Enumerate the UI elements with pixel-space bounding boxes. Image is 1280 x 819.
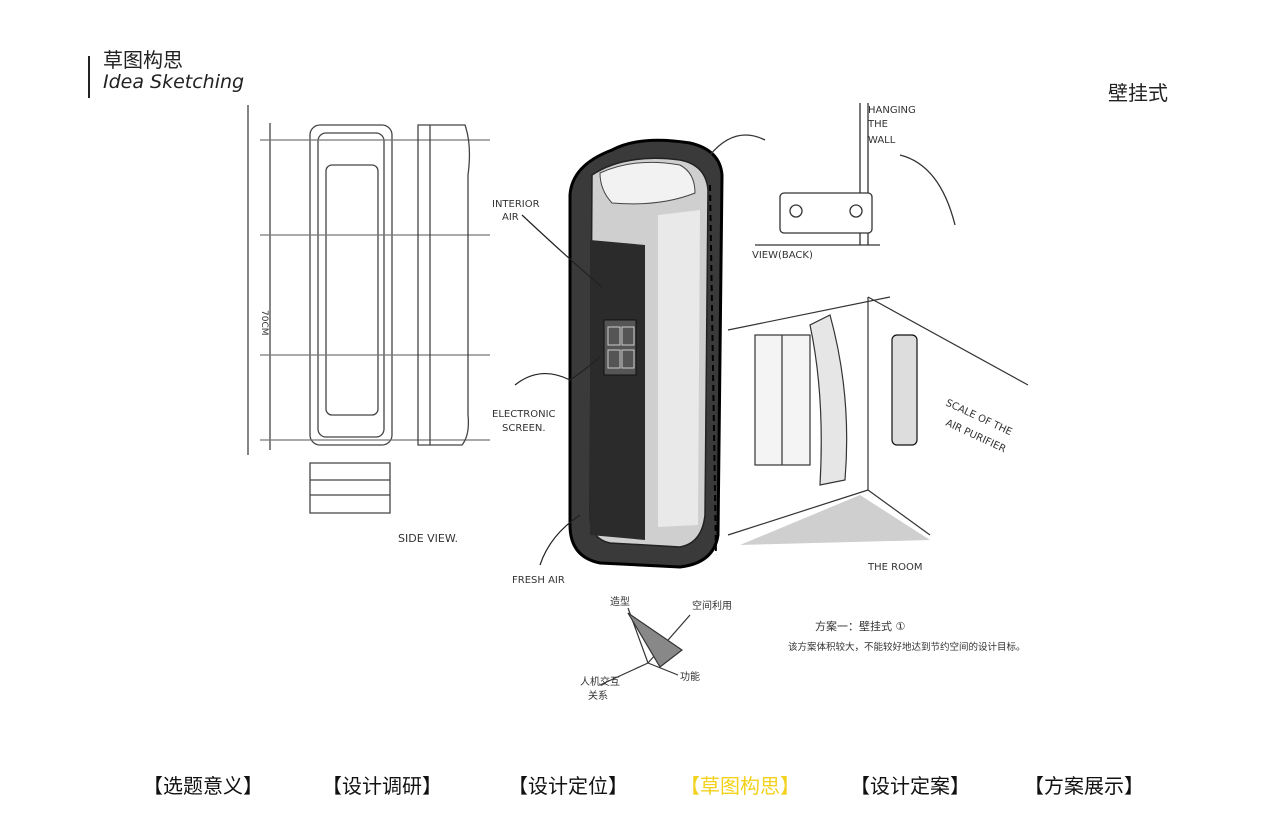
- variant-label: 壁挂式: [1108, 81, 1168, 105]
- radar-bottom-left-1: 人机交互: [580, 675, 620, 688]
- nav-item-design-research[interactable]: 【设计调研】: [322, 774, 442, 798]
- radar-bottom-right: 功能: [680, 670, 700, 683]
- fresh-air-arrow: [539, 514, 581, 566]
- the-room-label: THE ROOM: [867, 562, 922, 573]
- interior-air-line1: INTERIOR: [492, 199, 540, 210]
- radar-top: 造型: [610, 595, 630, 608]
- nav-item-design-finalization[interactable]: 【设计定案】: [850, 774, 970, 798]
- nav-item-topic-significance[interactable]: 【选题意义】: [143, 774, 263, 798]
- room-scene-drawing: [727, 296, 1029, 545]
- electronic-screen-arrow: [514, 356, 601, 386]
- nav-item-idea-sketching[interactable]: 【草图构思】: [680, 774, 800, 798]
- side-view-label: SIDE VIEW.: [398, 532, 458, 545]
- back-view-drawing: [709, 103, 956, 246]
- hanging-line3: WALL: [868, 135, 896, 146]
- view-back-label: VIEW(BACK): [752, 250, 813, 261]
- page-title: 草图构思: [103, 48, 183, 72]
- purifier-product-drawing: [568, 138, 724, 569]
- section-nav: 【选题意义】 【设计调研】 【设计定位】 【草图构思】 【设计定案】 【方案展示…: [0, 770, 1280, 804]
- nav-item-scheme-display[interactable]: 【方案展示】: [1024, 774, 1144, 798]
- dimension-label: 70CM: [259, 310, 269, 336]
- electronic-screen-line1: ELECTRONIC: [492, 409, 556, 420]
- interior-air-line2: AIR: [502, 212, 519, 223]
- radar-sketch: [599, 607, 691, 686]
- interior-air-arrow: [521, 214, 603, 288]
- radar-right: 空间利用: [692, 599, 732, 612]
- hanging-line2: THE: [867, 119, 888, 130]
- front-view-drawing: [247, 105, 490, 514]
- sketch-illustration: 70CM SIDE VIEW. INTERIOR AIR ELECTRONIC …: [247, 103, 1029, 702]
- page-subtitle: Idea Sketching: [103, 71, 245, 93]
- header-divider: [88, 56, 90, 98]
- scheme-note: 该方案体积较大，不能较好地达到节约空间的设计目标。: [788, 641, 1026, 653]
- hanging-line1: HANGING: [868, 105, 916, 116]
- nav-item-design-positioning[interactable]: 【设计定位】: [508, 774, 628, 798]
- radar-bottom-left-2: 关系: [588, 689, 608, 702]
- fresh-air-label: FRESH AIR: [512, 575, 565, 586]
- scheme-title: 方案一：壁挂式 ①: [815, 619, 905, 633]
- electronic-screen-line2: SCREEN.: [502, 423, 546, 434]
